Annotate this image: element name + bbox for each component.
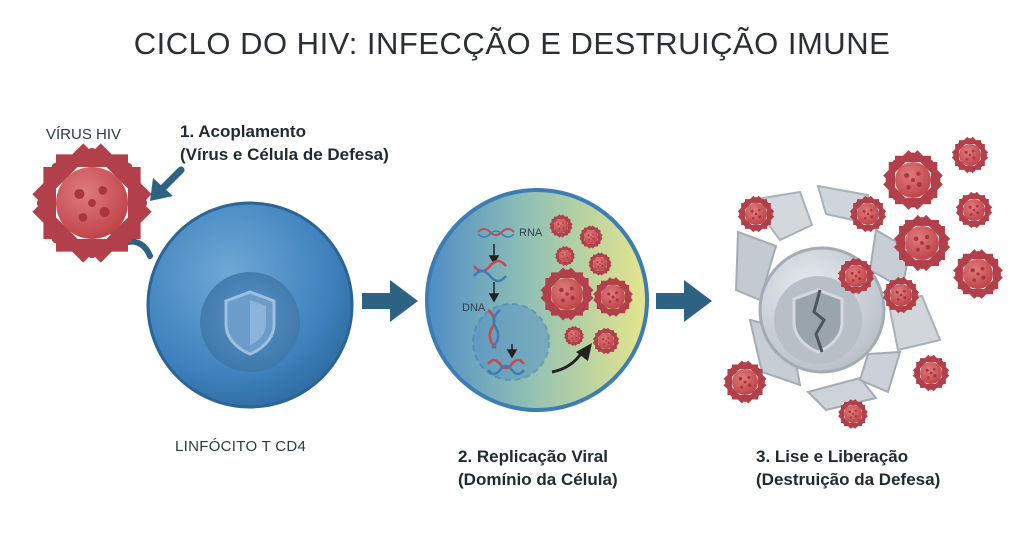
lymphocyte-label: LINFÓCITO T CD4: [175, 438, 307, 455]
step-2-title: 2. Replicação Viral: [458, 447, 608, 466]
shield-icon: [224, 290, 276, 356]
rna-label: RNA: [519, 227, 543, 239]
dna-label: DNA: [462, 302, 486, 314]
step-3-subtitle: (Destruição da Defesa): [756, 470, 941, 489]
curved-arrow-icon: [551, 343, 592, 374]
virus-icon: [37, 148, 147, 258]
arrow-right-icon: [362, 280, 418, 322]
process-arrow-1: [488, 244, 500, 265]
broken-shield-icon: [792, 288, 844, 354]
process-arrow-2: [488, 282, 500, 303]
docking-arrow-icon: [150, 166, 185, 201]
step-3-title: 3. Lise e Liberação: [756, 447, 909, 466]
step-1-subtitle: (Vírus e Célula de Defesa): [180, 145, 389, 164]
step-1-title: 1. Acoplamento: [180, 122, 306, 141]
rna-strand: [477, 228, 515, 238]
arrow-right-icon: [656, 280, 712, 322]
dna-helix-icon: [473, 259, 507, 283]
virus-label: VÍRUS HIV: [46, 126, 122, 143]
step-3-label: 3. Lise e Liberação (Destruição da Defes…: [756, 445, 940, 491]
step-1-label: 1. Acoplamento (Vírus e Célula de Defesa…: [180, 120, 389, 166]
step-2-label: 2. Replicação Viral (Domínio da Célula): [458, 445, 618, 491]
dna-double-helix: [487, 309, 501, 349]
page-title: CICLO DO HIV: INFECÇÃO E DESTRUIÇÃO IMUN…: [133, 26, 891, 61]
integrated-dna: [487, 358, 525, 376]
process-arrow-3: [506, 344, 518, 359]
step-2-subtitle: (Domínio da Célula): [458, 470, 618, 489]
